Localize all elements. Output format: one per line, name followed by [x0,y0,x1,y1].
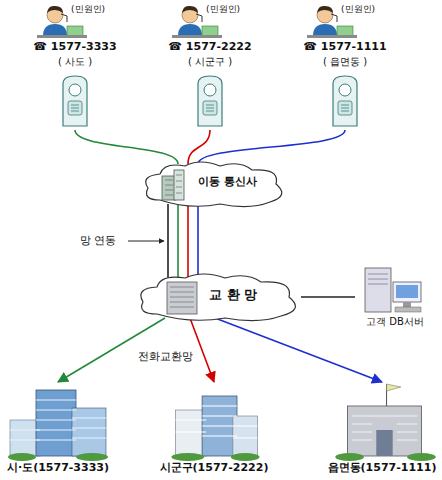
node-text: ☎ 1577-3333 [15,41,135,54]
signal-line [187,204,189,278]
node-text: (민원인) [341,4,375,14]
connector-line [301,296,355,298]
caller-node: (민원인) ☎ 1577-1111 ( 읍면동 ) [285,2,405,130]
office-building: 읍면동(1577-1111) [325,380,440,478]
node-text: ☎ 1577-2222 [150,41,270,54]
connector-line [188,130,210,164]
node-text: (민원인) [206,4,240,14]
leader-line [128,241,164,242]
node-text: 시군구(1577-2222) [157,462,272,475]
node-text: 고객 DB서버 [355,316,435,328]
signal-line [177,204,179,278]
caller-node: (민원인) ☎ 1577-2222 ( 시군구 ) [150,2,270,130]
node-text: 시·도(1577-3333) [2,462,114,475]
db-server: 고객 DB서버 [355,262,435,332]
annotation-label: 전화교환망 [136,350,195,363]
signal-line [197,204,199,278]
office-building: 시군구(1577-2222) [157,380,272,478]
annotation-label: 망 연동 [78,234,119,247]
node-text: 읍면동(1577-1111) [325,462,440,475]
node-text: (민원인) [71,4,105,14]
node-text: 이동 통신사 [198,176,257,189]
exchange-cloud: 교 환 망 [135,272,305,322]
node-text: ( 읍면동 ) [285,56,405,68]
connector-line [198,130,345,164]
connector-line [167,204,169,278]
connector-line [75,130,178,164]
caller-node: (민원인) ☎ 1577-3333 ( 사도 ) [15,2,135,130]
node-text: 교 환 망 [209,288,257,303]
node-text: ( 사도 ) [15,56,135,68]
connector-line [215,318,382,382]
node-text: ( 시군구 ) [150,56,270,68]
mobile-carrier-cloud: 이동 통신사 [140,160,290,208]
office-building: 시·도(1577-3333) [2,380,114,478]
node-text: ☎ 1577-1111 [285,41,405,54]
